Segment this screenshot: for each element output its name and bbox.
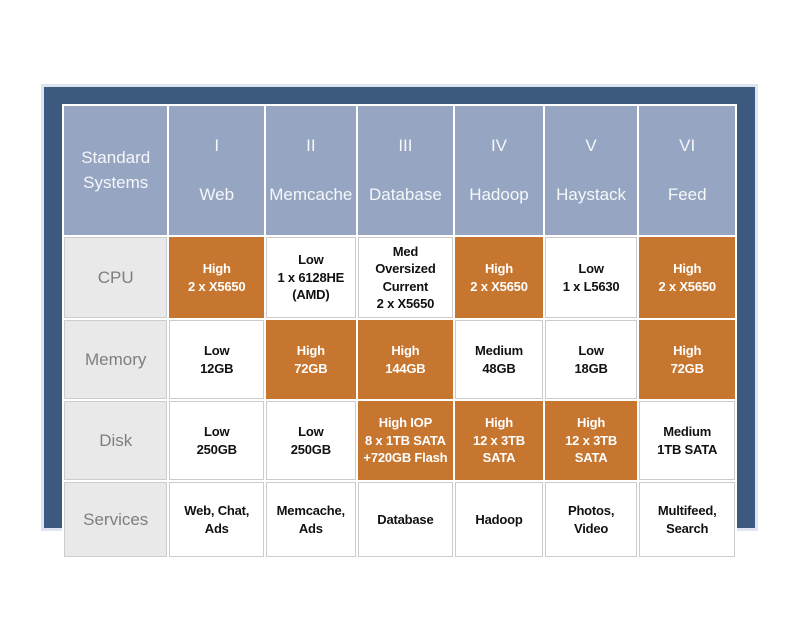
cell-services-haystack: Photos, Video: [544, 482, 638, 558]
standard-systems-table: Standard Systems I Web II Memcache III D…: [62, 104, 737, 560]
header-row: Standard Systems I Web II Memcache III D…: [64, 106, 735, 236]
column-numeral: I: [214, 135, 220, 155]
cell-services-database: Database: [357, 482, 454, 558]
column-name: Haystack: [556, 184, 627, 204]
cell-memory-web: Low 12GB: [169, 320, 265, 400]
cell-memory-hadoop: Medium 48GB: [455, 320, 543, 400]
cell-cpu-web: High 2 x X5650: [169, 237, 265, 319]
column-name: Database: [369, 184, 442, 204]
cell-services-memcache: Memcache, Ads: [266, 482, 356, 558]
cell-services-web: Web, Chat, Ads: [169, 482, 265, 558]
cell-disk-feed: Medium 1TB SATA: [639, 401, 735, 481]
row-label-memory: Memory: [64, 320, 168, 400]
column-header-hadoop: IV Hadoop: [455, 106, 543, 236]
column-numeral: VI: [679, 135, 696, 155]
column-header-web: I Web: [169, 106, 265, 236]
cell-services-feed: Multifeed, Search: [639, 482, 735, 558]
row-label-disk: Disk: [64, 401, 168, 481]
table-row-cpu: CPU High 2 x X5650 Low 1 x 6128HE (AMD) …: [64, 237, 735, 319]
cell-disk-web: Low 250GB: [169, 401, 265, 481]
cell-cpu-haystack: Low 1 x L5630: [544, 237, 638, 319]
cell-disk-haystack: High 12 x 3TB SATA: [544, 401, 638, 481]
cell-memory-database: High 144GB: [357, 320, 454, 400]
column-header-haystack: V Haystack: [544, 106, 638, 236]
column-header-memcache: II Memcache: [266, 106, 356, 236]
corner-header-standard-systems: Standard Systems: [64, 106, 168, 236]
table-row-services: Services Web, Chat, Ads Memcache, Ads Da…: [64, 482, 735, 558]
cell-cpu-feed: High 2 x X5650: [639, 237, 735, 319]
table-frame: Standard Systems I Web II Memcache III D…: [41, 84, 758, 560]
column-numeral: IV: [490, 135, 508, 155]
cell-disk-database: High IOP 8 x 1TB SATA +720GB Flash: [357, 401, 454, 481]
column-name: Memcache: [269, 184, 353, 204]
row-label-cpu: CPU: [64, 237, 168, 319]
row-label-services: Services: [64, 482, 168, 558]
column-numeral: V: [585, 135, 597, 155]
column-name: Feed: [667, 184, 707, 204]
column-numeral: III: [398, 135, 413, 155]
cell-services-hadoop: Hadoop: [455, 482, 543, 558]
column-header-database: III Database: [357, 106, 454, 236]
cell-cpu-database: Med Oversized Current 2 x X5650: [357, 237, 454, 319]
table-row-disk: Disk Low 250GB Low 250GB High IOP 8 x 1T…: [64, 401, 735, 481]
column-name: Web: [199, 184, 235, 204]
cell-disk-hadoop: High 12 x 3TB SATA: [455, 401, 543, 481]
cell-cpu-hadoop: High 2 x X5650: [455, 237, 543, 319]
column-header-feed: VI Feed: [639, 106, 735, 236]
cell-memory-haystack: Low 18GB: [544, 320, 638, 400]
column-name: Hadoop: [469, 184, 529, 204]
cell-memory-feed: High 72GB: [639, 320, 735, 400]
cell-cpu-memcache: Low 1 x 6128HE (AMD): [266, 237, 356, 319]
cell-disk-memcache: Low 250GB: [266, 401, 356, 481]
column-numeral: II: [306, 135, 316, 155]
table-row-memory: Memory Low 12GB High 72GB High 144GB Med…: [64, 320, 735, 400]
cell-memory-memcache: High 72GB: [266, 320, 356, 400]
